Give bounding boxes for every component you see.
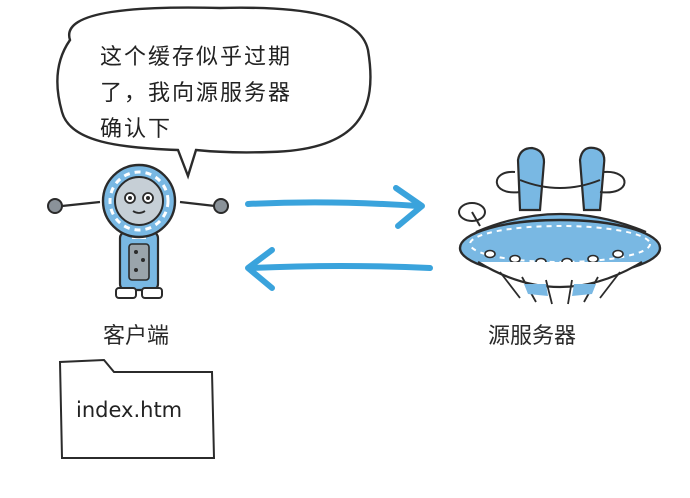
robot-icon	[47, 163, 229, 299]
dish-icon	[458, 202, 486, 227]
speech-line: 确认下	[100, 117, 173, 142]
speech-bubble-text: 这个缓存似乎过期 了，我向源服务器 确认下	[100, 40, 350, 148]
speech-line: 了，我向源服务器	[100, 81, 293, 106]
speech-line: 这个缓存似乎过期	[100, 45, 293, 70]
file-folder-icon	[58, 358, 216, 459]
request-arrow	[245, 185, 425, 229]
speech-bubble	[56, 6, 372, 180]
ufo-server-icon	[458, 146, 662, 305]
response-arrow	[245, 247, 433, 291]
client-label: 客户端	[103, 324, 170, 349]
file-name-label: index.htm	[76, 398, 183, 422]
server-label: 源服务器	[488, 324, 577, 349]
